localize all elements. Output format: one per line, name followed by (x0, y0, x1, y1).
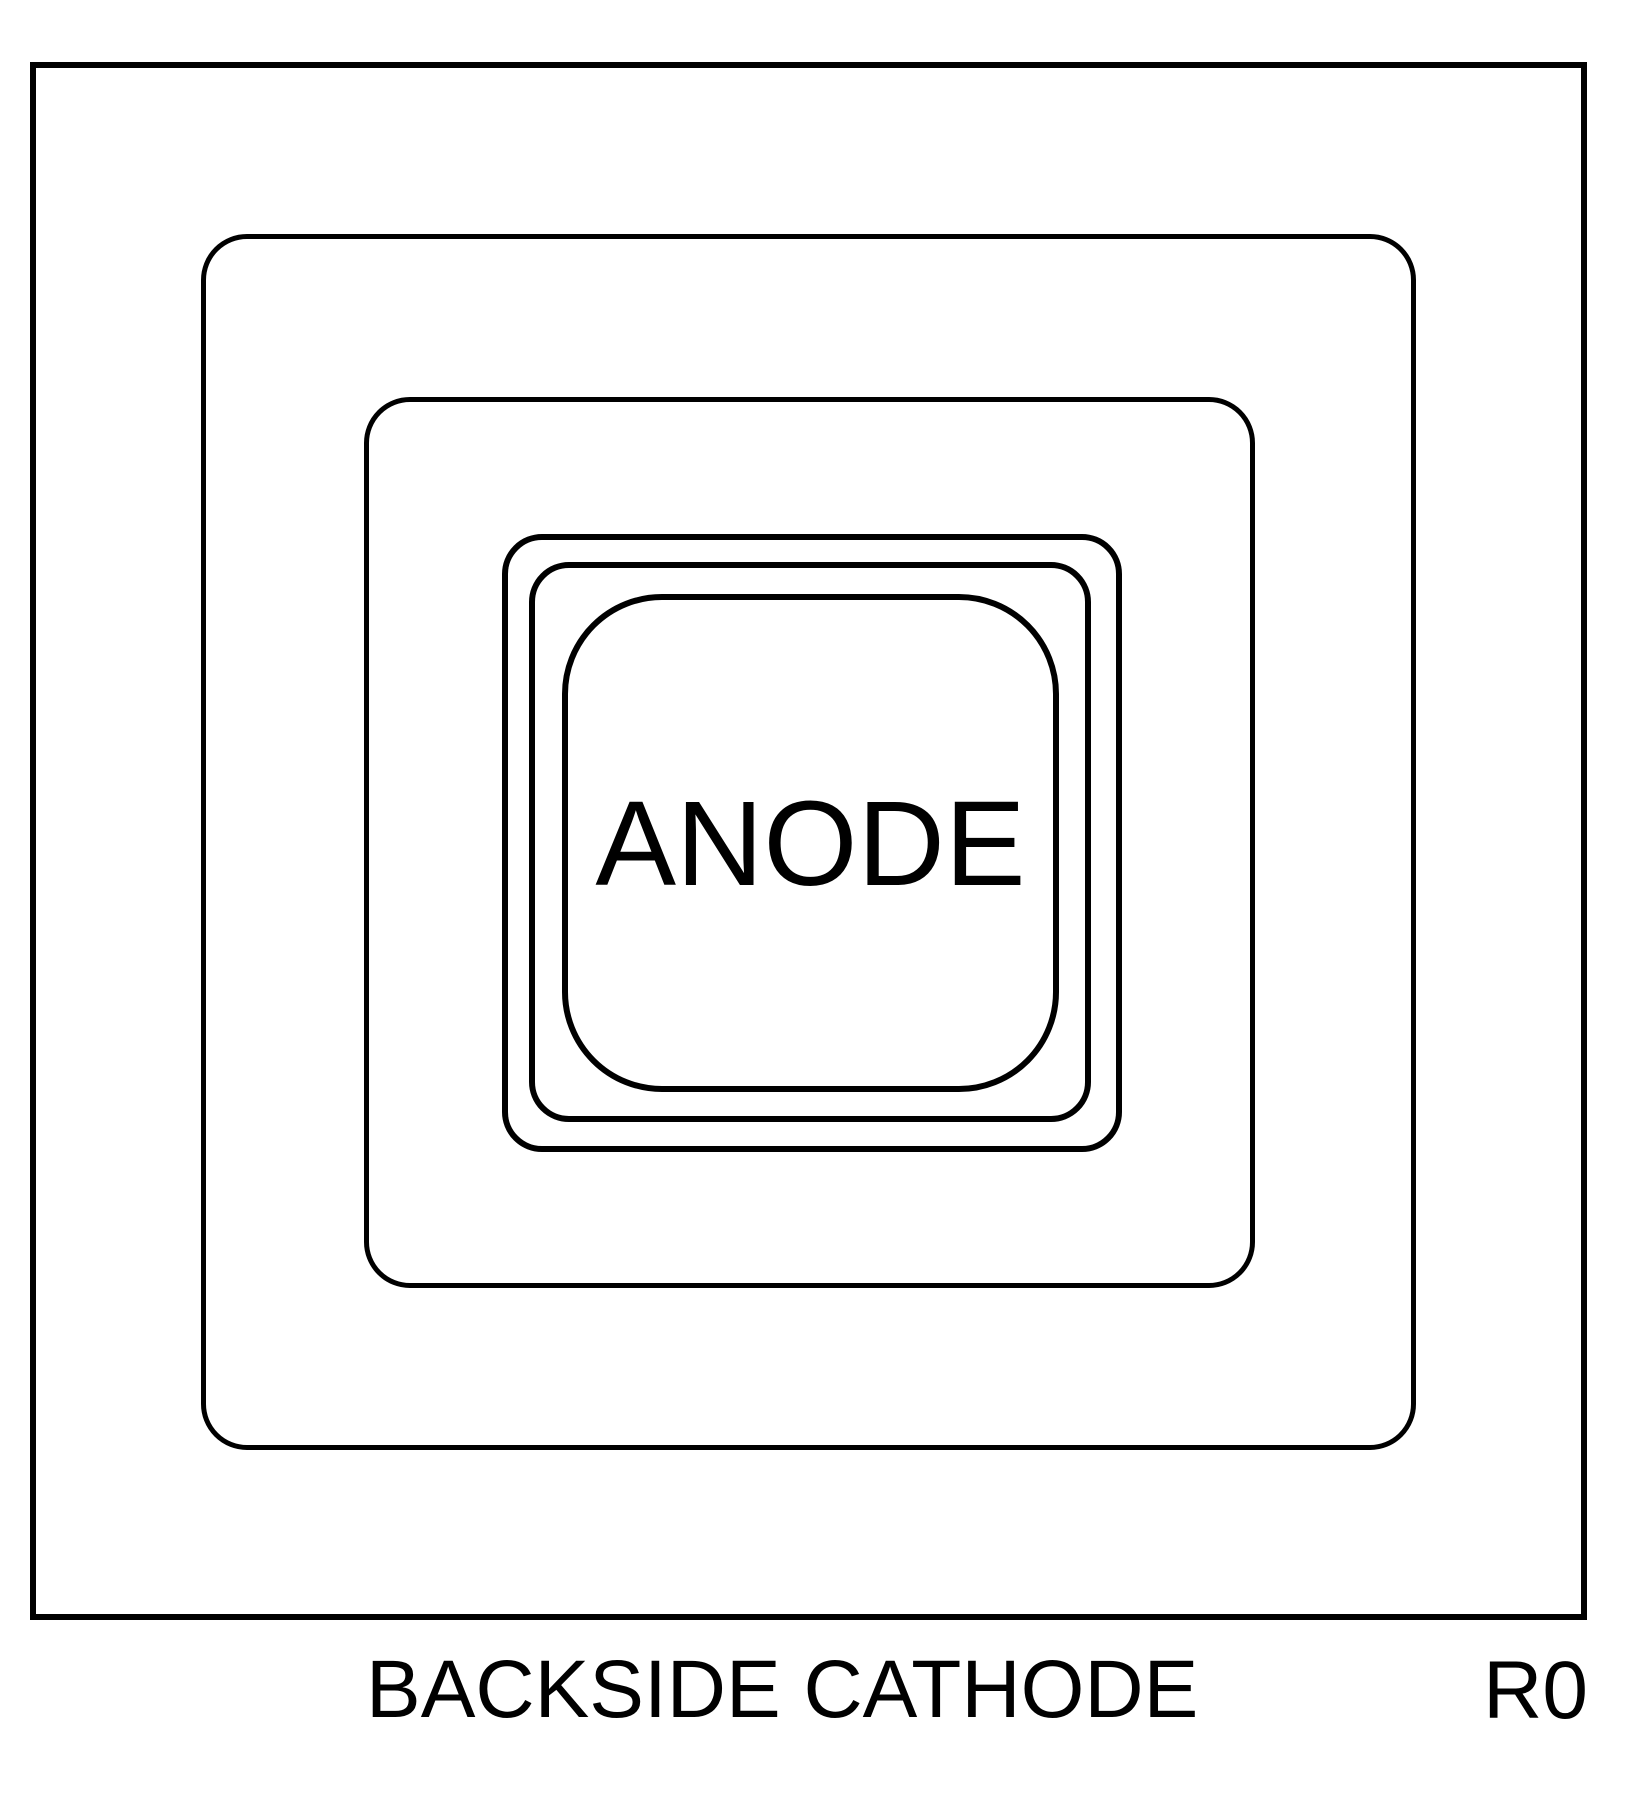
die-outline-square (30, 62, 1587, 1620)
anode-pad-region: ANODE (562, 594, 1059, 1092)
outer-guard-ring (201, 234, 1416, 1450)
revision-label: R0 (1483, 1645, 1588, 1736)
anode-inner-ring (529, 562, 1091, 1122)
anode-label: ANODE (595, 774, 1026, 911)
anode-outer-ring (502, 534, 1122, 1152)
middle-guard-ring (364, 397, 1255, 1288)
backside-cathode-label: BACKSIDE CATHODE (366, 1644, 1199, 1735)
